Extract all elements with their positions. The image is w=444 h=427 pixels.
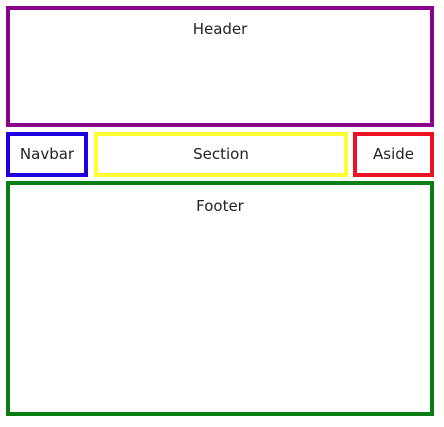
section-label: Section xyxy=(193,145,249,163)
navbar-box: Navbar xyxy=(6,132,88,177)
footer-label: Footer xyxy=(196,197,244,215)
header-label: Header xyxy=(192,20,248,38)
aside-box: Aside xyxy=(353,132,434,177)
aside-label: Aside xyxy=(373,145,414,163)
footer-box: Footer xyxy=(6,181,434,416)
navbar-label: Navbar xyxy=(19,145,75,163)
section-box: Section xyxy=(94,132,348,177)
header-box: Header xyxy=(6,6,434,127)
